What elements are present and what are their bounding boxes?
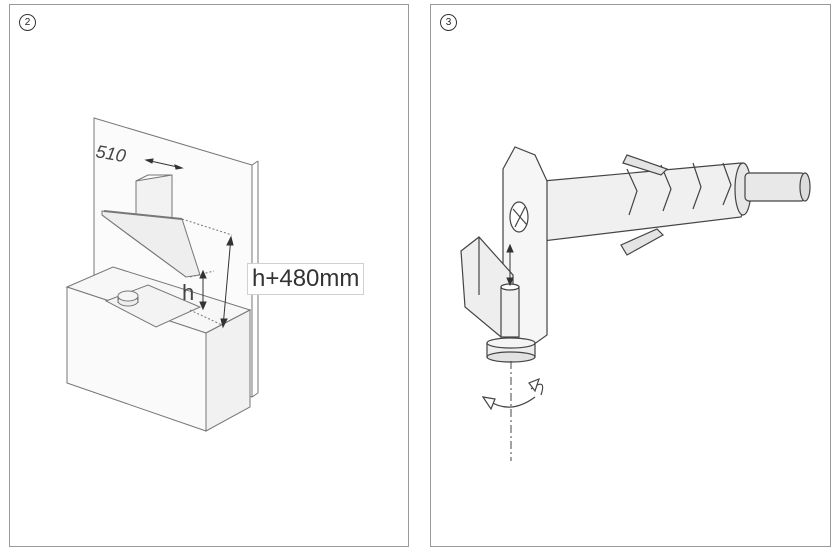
wall-plug [542,162,750,242]
cabinet-side [205,309,251,432]
screw-shank [744,172,806,202]
step-number-badge: 2 [19,14,36,31]
plug-fin-bottom [620,228,664,256]
height-dimension-arrow [222,236,232,328]
step-2-panel: 2 [9,4,409,547]
rotation-arrow [488,396,536,408]
h-label: h [182,280,194,305]
step-3-panel: 3 [430,4,831,547]
height-dimension-label: h+480mm [247,263,365,295]
step-number-badge: 3 [440,14,457,31]
hood-installation-illustration: 510 h [65,117,259,432]
plug-fin-top [622,154,669,176]
bracket-anchor-illustration [460,146,811,461]
